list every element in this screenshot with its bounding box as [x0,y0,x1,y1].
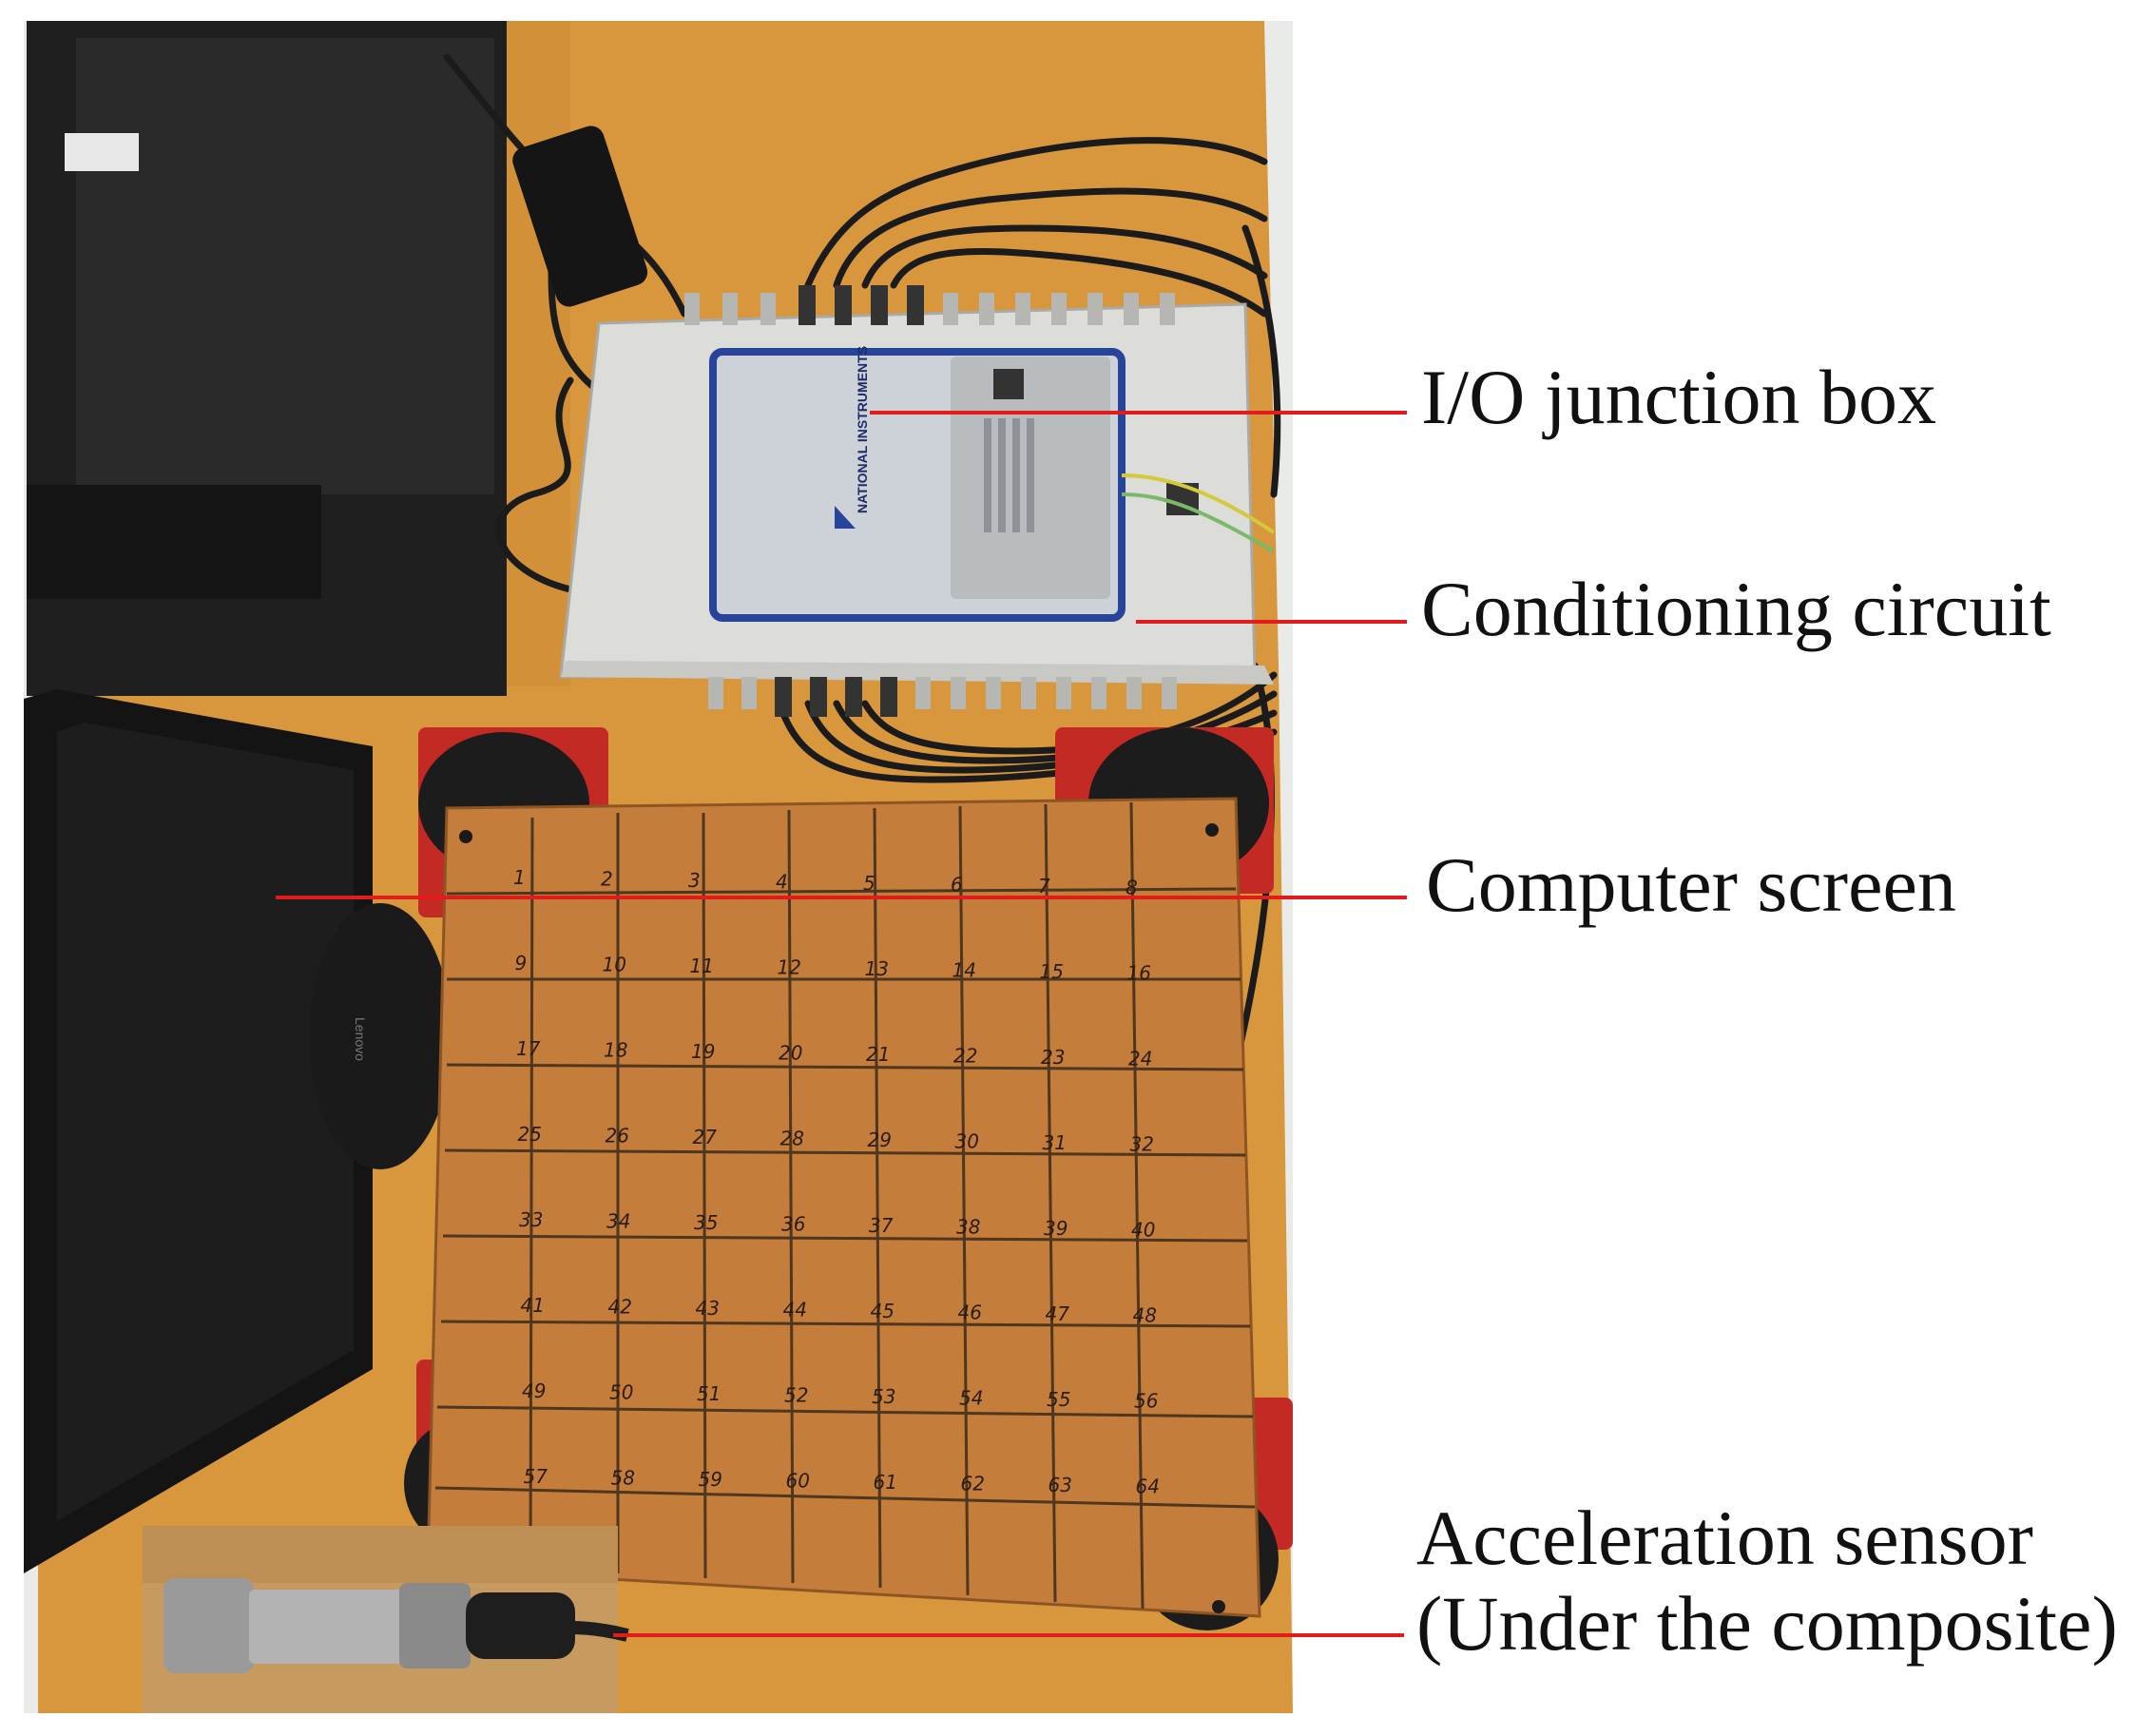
plate-point-number: 40 [1131,1219,1155,1242]
plate-point-number: 35 [694,1211,718,1234]
plate-point-number: 4 [776,871,788,894]
plate-point-number: 2 [601,868,613,891]
bnc-connectors-top [684,285,1175,325]
plate-point-number: 9 [515,952,528,974]
plate-point-number: 57 [524,1465,548,1488]
plate-point-number: 42 [608,1296,632,1319]
plate-point-number: 12 [778,956,801,979]
plate-point-number: 55 [1047,1388,1070,1411]
plate-point-number: 11 [690,955,714,977]
plate-point-number: 30 [955,1130,979,1153]
plate-point-number: 32 [1130,1133,1154,1156]
plate-point-number: 15 [1040,960,1064,983]
plate-point-number: 36 [781,1213,805,1236]
plate-point-number: 17 [516,1037,541,1060]
plate-point-number: 38 [956,1216,980,1239]
plate-point-number: 31 [1043,1131,1067,1154]
acceleration-sensor-sublabel: (Under the composite) [1416,1580,2118,1667]
plate-point-number: 52 [784,1384,808,1407]
plate-point-number: 37 [869,1214,894,1237]
plate-point-number: 28 [780,1128,804,1150]
plate-point-number: 33 [519,1208,543,1231]
conditioning-callout-line [1136,620,1407,624]
plate-point-number: 43 [696,1297,720,1320]
plate-holes [459,823,1225,1613]
plate-point-number: 44 [783,1299,807,1321]
plate-point-number: 23 [1041,1046,1065,1069]
plate-point-number: 64 [1136,1476,1160,1498]
plate-point-number: 13 [865,957,889,980]
plate-point-number: 41 [521,1294,545,1317]
conditioning-circuit-label: Conditioning circuit [1421,566,2051,652]
plate-point-number: 21 [866,1043,890,1066]
plate-point-number: 59 [699,1468,722,1491]
computer-screen-label: Computer screen [1426,841,1956,928]
plate-point-number: 48 [1133,1304,1157,1327]
io-junction-box-label: I/O junction box [1421,354,1937,440]
plate-point-number: 8 [1126,877,1138,899]
acceleration-sensor-label: Acceleration sensor [1416,1495,2033,1581]
plate-point-number: 56 [1134,1390,1158,1413]
plate-point-number: 39 [1044,1217,1068,1240]
plate-point-number: 63 [1049,1474,1072,1496]
power-adapter [512,125,648,307]
plate-point-number: 22 [953,1045,977,1068]
plate-point-number: 50 [609,1381,633,1404]
monitor-brand-text: Lenovo [353,1017,368,1061]
sensor-callout-line [613,1633,1404,1637]
sensor-inset-shade [143,1526,618,1583]
plate-point-number: 53 [872,1385,895,1408]
plate-point-number: 34 [606,1210,630,1233]
plate-point-number: 29 [868,1128,892,1151]
ni-logo-icon [835,506,856,529]
qr-code [993,369,1024,399]
speaker-grille [27,485,321,599]
sensor-wires [1121,473,1276,553]
bnc-connectors-bottom [708,677,1177,717]
plate-point-number: 19 [691,1040,715,1063]
ni-daq-terminal-rows [984,418,1034,532]
sensor-nut [399,1583,471,1668]
speaker-sticker [65,133,139,171]
plate-point-number: 5 [863,872,875,895]
plate-point-number: 20 [779,1042,802,1065]
plate-point-number: 49 [522,1379,546,1402]
plate-point-number: 16 [1127,962,1151,985]
plate-point-number: 6 [951,874,963,897]
plate-point-number: 7 [1038,875,1050,897]
plate-point-number: 45 [871,1300,895,1322]
plate-point-number: 3 [688,869,701,892]
plate-point-number: 27 [693,1126,718,1148]
sensor-cap [164,1578,254,1673]
plate-point-number: 18 [604,1039,627,1062]
speaker-panel [76,38,494,494]
plate-point-number: 26 [606,1125,629,1148]
plate-point-number: 51 [697,1382,721,1405]
plate-point-number: 47 [1046,1302,1070,1325]
io-box-callout-line [870,411,1407,415]
sensor-body [249,1590,406,1664]
plate-point-number: 10 [603,954,626,976]
plate-point-number: 60 [786,1470,810,1493]
plate-point-number: 24 [1128,1048,1152,1071]
plate-gridlines [434,801,1256,1610]
screen-callout-line [276,896,1407,899]
plate-point-number: 14 [952,959,976,982]
monitor-screen [57,723,354,1521]
plate-point-number: 25 [518,1123,542,1146]
plate-point-number: 62 [961,1473,985,1495]
sensor-connector [466,1592,575,1659]
plate-point-number: 58 [611,1467,635,1490]
plate-point-number: 1 [513,866,526,889]
plate-point-number: 46 [958,1302,982,1324]
monitor-stand [309,903,452,1169]
plate-point-number: 54 [959,1387,983,1410]
ni-brand-text: NATIONAL INSTRUMENTS [855,346,870,513]
plate-point-number: 61 [874,1471,897,1494]
